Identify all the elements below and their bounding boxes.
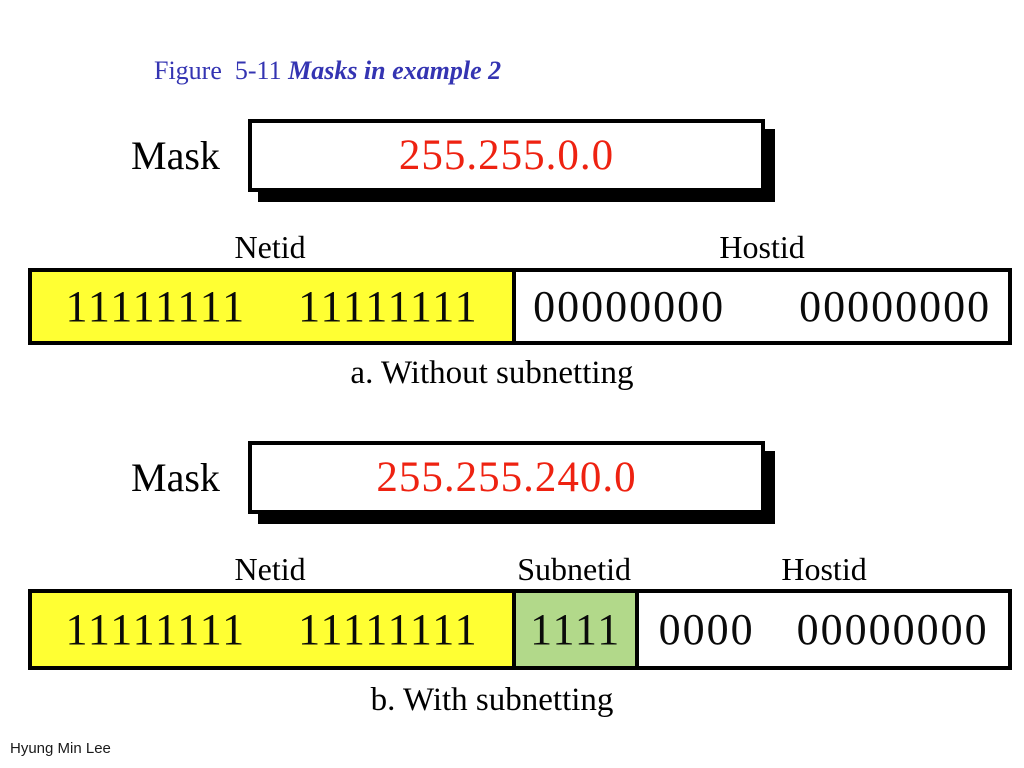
bit-group: 11111111 [65, 281, 247, 331]
field-label-subnetid-b: Subnetid [517, 551, 631, 587]
mask-value-b: 255.255.240.0 [376, 454, 637, 501]
caption-b: b. With subnetting [370, 682, 614, 718]
netid-bits-cell-b: 11111111 11111111 [32, 593, 513, 666]
figure-title: Figure 5-11 Masks in example 2 [154, 56, 501, 86]
field-labels-a: Netid Hostid [28, 231, 1012, 263]
bit-group: 00000000 [799, 281, 992, 331]
mask-value-a: 255.255.0.0 [398, 132, 615, 179]
bit-group: 11111111 [298, 281, 479, 331]
mask-label-b: Mask [131, 455, 220, 500]
bit-group: 11111111 [298, 604, 479, 654]
figure-title-emphasis: Masks in example 2 [288, 56, 502, 85]
field-labels-b: Netid Subnetid Hostid [28, 553, 1012, 585]
bit-group: 00000000 [533, 281, 726, 331]
mask-label-a: Mask [131, 133, 220, 178]
mask-box-b: 255.255.240.0 [248, 441, 765, 514]
author-credit: Hyung Min Lee [10, 740, 111, 757]
bit-group: 1111 [530, 604, 622, 654]
bit-bar-b: 11111111 11111111 1111 0000 00000000 [28, 589, 1012, 670]
field-label-netid-a: Netid [234, 229, 306, 265]
netid-bits-cell-a: 11111111 11111111 [32, 272, 513, 341]
caption-a: a. Without subnetting [350, 355, 634, 391]
bit-bar-a: 11111111 11111111 00000000 00000000 [28, 268, 1012, 345]
subnetid-bits-cell-b: 1111 [512, 593, 636, 666]
field-label-netid-b: Netid [234, 551, 306, 587]
hostid-bits-cell-b: 0000 00000000 [635, 593, 1008, 666]
bit-group: 00000000 [796, 604, 989, 654]
bit-group: 0000 [658, 604, 755, 654]
bit-group: 11111111 [65, 604, 247, 654]
field-label-hostid-b: Hostid [781, 551, 867, 587]
field-label-hostid-a: Hostid [719, 229, 805, 265]
mask-box-a: 255.255.0.0 [248, 119, 765, 192]
hostid-bits-cell-a: 00000000 00000000 [512, 272, 1008, 341]
figure-title-prefix: Figure 5-11 [154, 56, 289, 85]
